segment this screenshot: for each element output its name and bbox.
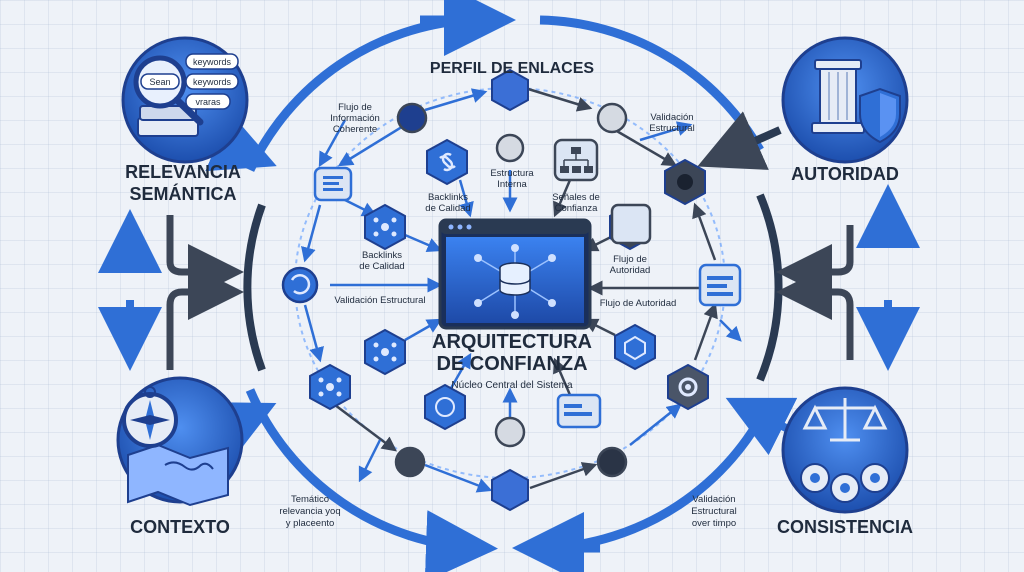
keyword-tag — [185, 93, 231, 110]
keyword-tag — [185, 53, 239, 70]
keyword-tag — [140, 73, 180, 90]
hex-node — [491, 468, 529, 512]
perfil-enlaces-title: PERFIL DE ENLACES — [430, 60, 595, 77]
senales-line1: Señales de — [552, 192, 600, 203]
scales-icon — [802, 398, 888, 442]
keyword-tag — [185, 73, 239, 90]
flujo-autoridad-bottom: Flujo de Autoridad — [600, 298, 677, 309]
compass-icon — [122, 386, 178, 448]
keyword-tag-text: vraras — [195, 97, 221, 107]
validacion-over-line1: Validación — [692, 494, 735, 505]
autoridad-label: AUTORIDAD — [791, 164, 899, 184]
relevancia-label-line2: SEMÁNTICA — [130, 183, 237, 204]
center-title-line1: ARQUITECTURA — [432, 331, 592, 353]
column-icon — [811, 59, 865, 134]
tematico-line2: relevancia yoq — [279, 506, 340, 517]
validacion-over-line3: over timpo — [692, 518, 736, 529]
link-icon — [426, 138, 468, 186]
flujo-autoridad-right-line2: Autoridad — [610, 265, 651, 276]
tematico-line3: y placeento — [286, 518, 335, 529]
hex-node-sync — [424, 383, 466, 431]
circle-node-dark — [596, 446, 628, 478]
flujo-info-line1: Flujo de — [338, 102, 372, 113]
center-subtitle: Núcleo Central del Sistema — [451, 380, 573, 391]
contexto-corner — [116, 376, 244, 507]
circle-node-light — [495, 133, 525, 163]
contexto-label: CONTEXTO — [130, 517, 230, 537]
panel-node — [556, 393, 602, 429]
backlinks-top-line1: Backlinks — [428, 192, 468, 203]
senales-line2: Confianza — [555, 203, 598, 214]
hex-node — [491, 68, 529, 112]
validacion-top-line1: Validación — [650, 112, 693, 123]
estructura-interna-line2: Interna — [497, 179, 527, 190]
keyword-tag-text: keywords — [193, 77, 232, 87]
tematico-line1: Temático — [291, 494, 329, 505]
keyword-tag-text: keywords — [193, 57, 232, 67]
backlinks-left-line2: de Calidad — [359, 261, 404, 272]
estructura-interna-line1: Estructura — [490, 168, 534, 179]
flujo-autoridad-right-line1: Flujo de — [613, 254, 647, 265]
small-labels: Flujo de Información Coherente Estructur… — [279, 102, 736, 529]
validacion-over-line2: Estructural — [691, 506, 736, 517]
square-nodes — [313, 138, 742, 429]
backlinks-left-line1: Backlinks — [362, 250, 402, 261]
validacion-left: Validación Estructural — [334, 295, 425, 306]
backlinks-top-line2: de Calidad — [425, 203, 470, 214]
flujo-info-line2: Información — [330, 113, 380, 124]
list-node — [610, 203, 652, 245]
consistencia-label: CONSISTENCIA — [777, 517, 913, 537]
database-icon — [499, 262, 531, 296]
circle-node-light — [494, 416, 526, 448]
map-icon — [127, 443, 229, 507]
autoridad-corner — [781, 36, 909, 164]
keyword-tag-text: Sean — [149, 77, 170, 87]
relevancia-semantica-corner: keywords Sean keywords vraras — [121, 36, 249, 164]
flujo-info-line3: Coherente — [333, 124, 377, 135]
circle-node-dark — [394, 446, 426, 478]
hex-node-dark — [614, 323, 656, 371]
validacion-top-line2: Estructural — [649, 123, 694, 134]
circle-node-sync — [281, 266, 319, 304]
circle-nodes — [281, 102, 628, 478]
circle-node-light — [596, 102, 628, 134]
center-title-line2: DE CONFIANZA — [436, 353, 587, 375]
sync-icon — [290, 273, 311, 295]
center-system-node — [438, 218, 592, 330]
circle-node-dark — [396, 102, 428, 134]
consistencia-corner — [781, 386, 909, 514]
relevancia-label-line1: RELEVANCIA — [125, 162, 241, 182]
